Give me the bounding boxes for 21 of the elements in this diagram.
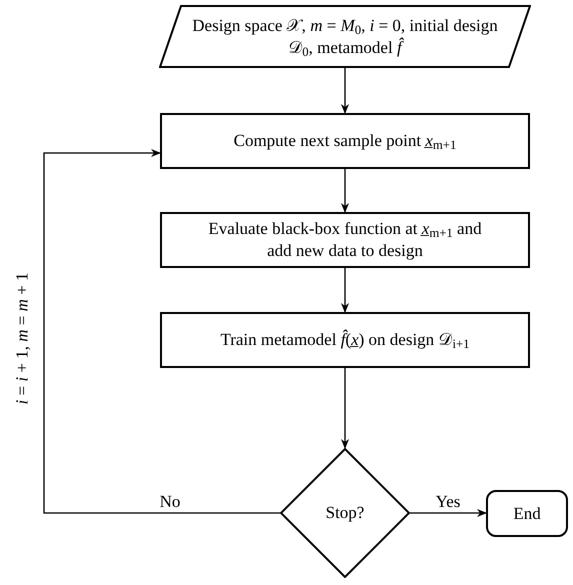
terminal-box	[486, 490, 568, 537]
process-box	[160, 312, 530, 368]
arrow	[341, 68, 349, 114]
node-text: Train metamodel f̂(x̲) on design 𝒟$_{i+1}$	[220, 329, 470, 351]
node-text: Stop?	[326, 502, 364, 524]
loop-label: i = i + 1, m = m + 1	[14, 272, 30, 406]
node-text: End	[513, 502, 541, 524]
edge-label: Yes	[436, 493, 460, 510]
arrow	[341, 169, 349, 213]
edge-label: No	[160, 493, 180, 510]
node-text: Design space 𝒳, m = M$_{0}$, i = 0, initial design 𝒟$_{0}$, metamodel f̂	[191, 14, 499, 58]
arrow	[341, 368, 349, 449]
input-parallelogram	[159, 5, 531, 68]
arrow	[410, 509, 487, 517]
arrow	[43, 149, 280, 514]
decision-diamond	[280, 448, 410, 578]
node-text: Compute next sample point x̲$_{m+1}$	[234, 130, 456, 152]
node-text: Evaluate black-box function at x̲$_{m+1}$ and add new data to design	[207, 218, 483, 262]
arrow	[341, 268, 349, 313]
process-box	[160, 212, 530, 268]
process-box	[160, 113, 530, 169]
